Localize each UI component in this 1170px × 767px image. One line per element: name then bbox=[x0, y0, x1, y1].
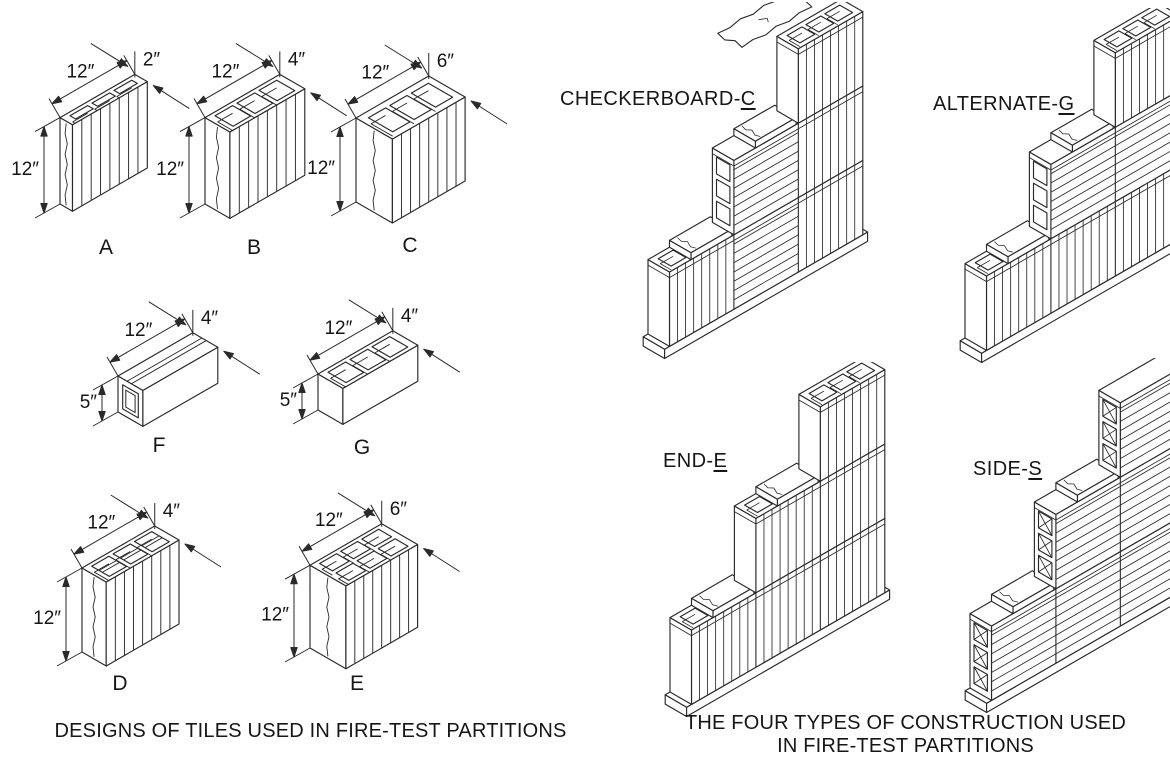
svg-text:4″: 4″ bbox=[401, 306, 419, 327]
svg-text:12″: 12″ bbox=[11, 159, 39, 180]
end-label-letter: E bbox=[713, 450, 728, 472]
right-caption: THE FOUR TYPES OF CONSTRUCTION USED IN F… bbox=[648, 712, 1163, 758]
svg-text:12″: 12″ bbox=[361, 62, 389, 83]
tile-f-drawing: 12″ 4″ 5″ bbox=[80, 301, 261, 427]
svg-text:12″: 12″ bbox=[308, 158, 335, 179]
checkerboard-label-prefix: CHECKERBOARD- bbox=[560, 88, 741, 110]
tile-label-e: E bbox=[349, 672, 364, 695]
side-label-letter: S bbox=[1028, 458, 1043, 480]
tile-label-g: G bbox=[353, 436, 371, 459]
end-construction-drawing bbox=[664, 362, 891, 718]
checkerboard-label: CHECKERBOARD-C bbox=[560, 88, 756, 111]
end-label: END-E bbox=[663, 450, 727, 473]
tile-label-b: B bbox=[246, 236, 261, 259]
checkerboard-label-letter: C bbox=[740, 88, 756, 110]
side-label-prefix: SIDE- bbox=[973, 458, 1029, 480]
svg-text:12″: 12″ bbox=[262, 605, 289, 626]
right-caption-line1: THE FOUR TYPES OF CONSTRUCTION USED bbox=[684, 712, 1127, 734]
tile-label-f: F bbox=[152, 434, 166, 457]
svg-text:12″: 12″ bbox=[66, 61, 94, 82]
svg-text:12″: 12″ bbox=[156, 159, 184, 180]
svg-text:12″: 12″ bbox=[124, 320, 152, 341]
tile-d-drawing: 12″ 4″ 12″ bbox=[33, 494, 222, 667]
svg-text:12″: 12″ bbox=[211, 61, 239, 82]
svg-text:2″: 2″ bbox=[143, 49, 161, 70]
alternate-label: ALTERNATE-G bbox=[933, 93, 1074, 116]
svg-text:12″: 12″ bbox=[33, 608, 61, 629]
svg-text:5″: 5″ bbox=[80, 392, 98, 413]
end-label-prefix: END- bbox=[663, 450, 714, 472]
side-construction-drawing bbox=[964, 358, 1170, 714]
tile-label-d: D bbox=[112, 672, 128, 695]
left-caption: DESIGNS OF TILES USED IN FIRE-TEST PARTI… bbox=[18, 720, 603, 743]
svg-text:12″: 12″ bbox=[87, 512, 115, 533]
alternate-label-letter: G bbox=[1058, 93, 1075, 115]
tile-label-a: A bbox=[98, 236, 113, 259]
svg-text:4″: 4″ bbox=[163, 501, 181, 522]
tile-a-drawing: 12″ 2″ 12″ bbox=[11, 42, 190, 219]
tile-g-drawing: 12″ 4″ 5″ bbox=[280, 299, 461, 425]
right-caption-line2: IN FIRE-TEST PARTITIONS bbox=[777, 735, 1034, 757]
alternate-label-prefix: ALTERNATE- bbox=[933, 93, 1059, 115]
svg-text:5″: 5″ bbox=[280, 390, 298, 411]
checkerboard-construction-drawing bbox=[642, 2, 869, 360]
tile-e-drawing: 12″ 6″ 12″ bbox=[262, 492, 460, 670]
svg-text:4″: 4″ bbox=[288, 49, 306, 70]
tile-b-drawing: 12″ 4″ 12″ bbox=[156, 42, 347, 219]
svg-text:4″: 4″ bbox=[201, 308, 219, 329]
alternate-construction-drawing bbox=[959, 8, 1170, 364]
tile-label-c: C bbox=[402, 234, 418, 257]
svg-text:12″: 12″ bbox=[315, 510, 343, 531]
tile-c-drawing: 12″ 6″ 12″ bbox=[308, 44, 508, 224]
svg-text:6″: 6″ bbox=[437, 51, 455, 72]
svg-text:12″: 12″ bbox=[324, 318, 352, 339]
left-caption-text: DESIGNS OF TILES USED IN FIRE-TEST PARTI… bbox=[54, 720, 567, 742]
svg-text:6″: 6″ bbox=[390, 499, 408, 520]
side-label: SIDE-S bbox=[973, 458, 1042, 481]
